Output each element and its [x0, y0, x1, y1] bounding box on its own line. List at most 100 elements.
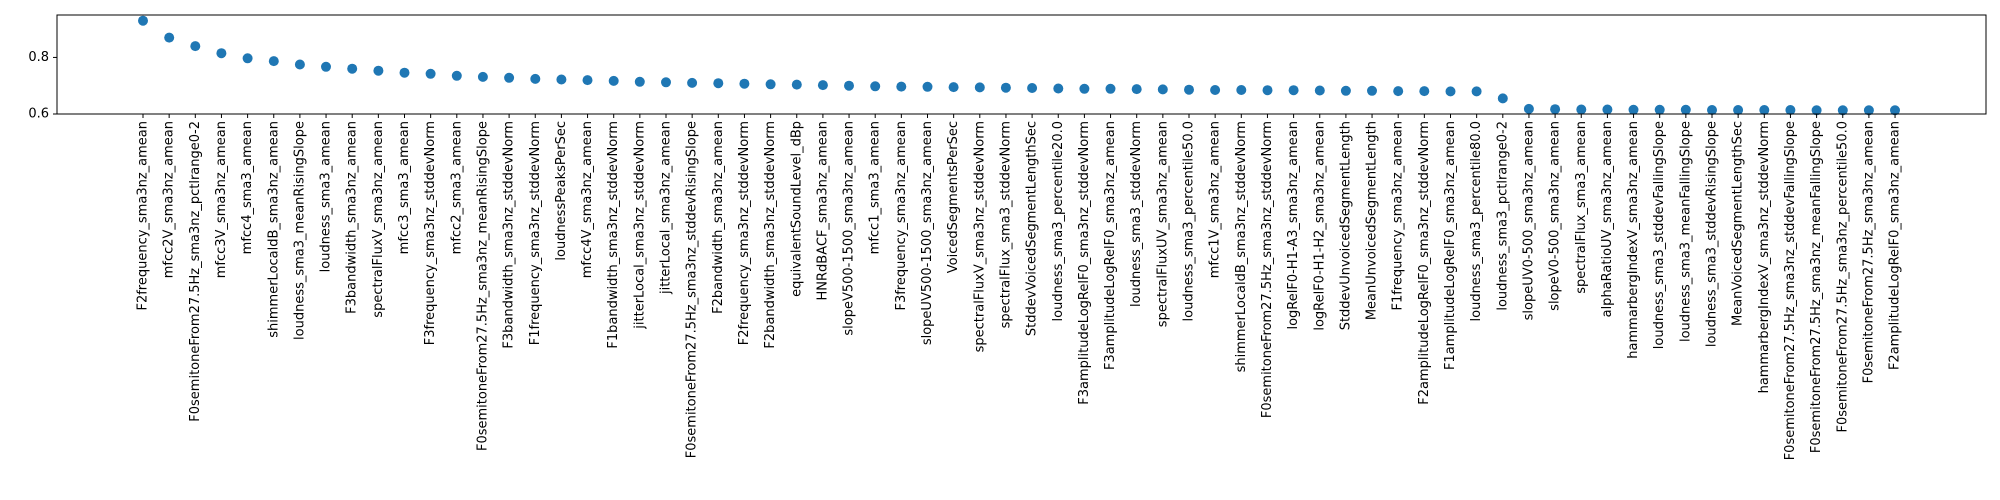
data-point [1785, 105, 1796, 115]
data-point [948, 82, 959, 93]
data-point [138, 15, 148, 26]
x-tick-label: MeanVoicedSegmentLengthSec [1731, 121, 1746, 326]
data-point [1837, 105, 1848, 116]
data-point [1340, 85, 1351, 96]
x-tick-label: F1amplitudeLogRelF0_sma3nz_amean [1443, 121, 1458, 370]
x-tick-label: slopeUV500-1500_sma3nz_amean [920, 121, 935, 345]
data-point [1890, 105, 1900, 116]
x-tick-label: loudness_sma3_stddevNorm [1129, 121, 1144, 307]
data-point [373, 65, 384, 76]
data-point [1262, 85, 1273, 96]
x-tick-label: F0semitoneFrom27.5Hz_sma3nz_percentile50… [1835, 121, 1850, 433]
data-point [1000, 82, 1011, 93]
data-point [1550, 104, 1561, 115]
y-tick-label: 0.6 [28, 107, 49, 122]
data-point [1759, 105, 1770, 115]
x-tick-label: F3bandwidth_sma3nz_amean [345, 121, 360, 314]
data-point [739, 78, 750, 89]
x-tick-label: slopeUV0-500_sma3nz_amean [1521, 121, 1536, 320]
x-tick-label: loudness_sma3_amean [319, 121, 334, 272]
x-tick-label: logRelF0-H1-H2_sma3nz_amean [1312, 121, 1327, 331]
x-tick-label: F0semitoneFrom27.5Hz_sma3nz_meanFallingS… [1809, 121, 1824, 453]
data-point [1184, 84, 1194, 95]
x-tick-label: F2amplitudeLogRelF0_sma3nz_amean [1888, 121, 1903, 370]
data-point [1576, 104, 1587, 115]
x-tick-label: spectralFlux_sma3_amean [1574, 121, 1589, 294]
data-point [687, 77, 698, 88]
data-point [870, 81, 881, 92]
data-point [713, 78, 724, 89]
data-point [1602, 104, 1613, 115]
x-tick-label: mfcc1_sma3_amean [868, 121, 883, 254]
x-tick-label: mfcc4V_sma3nz_amean [580, 121, 595, 278]
x-tick-label: slopeV0-500_sma3nz_amean [1548, 121, 1563, 311]
data-point [399, 67, 410, 78]
x-tick-label: alphaRatioUV_sma3nz_amean [1600, 121, 1615, 317]
x-tick-label: spectralFluxUV_sma3nz_amean [1155, 121, 1170, 327]
x-tick-label: F0semitoneFrom27.5Hz_sma3nz_stddevNorm [1260, 121, 1275, 418]
data-point [974, 82, 985, 93]
data-point [844, 80, 854, 91]
x-tick-label: hammarbergIndexV_sma3nz_amean [1626, 121, 1641, 359]
data-point [1680, 104, 1691, 115]
data-point [1471, 86, 1482, 97]
x-tick-label: spectralFlux_sma3_stddevNorm [998, 121, 1013, 328]
chart-marks [138, 15, 1900, 116]
data-point [1236, 85, 1247, 95]
x-tick-label: F2bandwidth_sma3nz_amean [711, 121, 726, 314]
x-tick-label: spectralFluxV_sma3nz_amean [371, 121, 386, 318]
data-point [1393, 86, 1404, 97]
x-tick-label: F0semitoneFrom27.5Hz_sma3nz_stddevRising… [685, 121, 700, 458]
x-tick-label: mfcc1V_sma3nz_amean [1208, 121, 1223, 278]
data-point [190, 41, 201, 52]
x-tick-label: F0semitoneFrom27.5Hz_sma3nz_stddevFallin… [1783, 121, 1798, 460]
y-tick-label: 0.8 [28, 50, 49, 65]
data-point [530, 73, 541, 84]
x-tick-label: F3amplitudeLogRelF0_sma3nz_amean [1103, 121, 1118, 370]
data-point [765, 79, 776, 90]
data-point [164, 32, 175, 43]
data-point [1628, 104, 1639, 115]
plot-frame [56, 14, 1987, 115]
data-point [1079, 83, 1090, 94]
x-tick-label: HNRdBACF_sma3nz_amean [815, 121, 830, 301]
x-tick-label: jitterLocal_sma3nz_stddevNorm [632, 121, 647, 330]
x-axis-ticks: F2frequency_sma3nz_amean mfcc2V_sma3nz_am… [136, 114, 1903, 460]
x-tick-label: F2amplitudeLogRelF0_sma3nz_stddevNorm [1417, 121, 1432, 405]
x-tick-label: spectralFluxV_sma3nz_stddevNorm [972, 121, 987, 352]
data-point [268, 56, 279, 67]
x-tick-label: slopeV500-1500_sma3nz_amean [842, 121, 857, 336]
x-tick-label: mfcc3V_sma3nz_amean [214, 121, 229, 278]
x-tick-label: F2frequency_sma3nz_stddevNorm [737, 121, 752, 345]
data-point [1497, 93, 1508, 104]
x-tick-label: mfcc4_sma3_amean [240, 121, 255, 254]
data-point [321, 61, 331, 72]
data-point [1314, 85, 1325, 96]
data-point [216, 48, 227, 59]
x-tick-label: F3bandwidth_sma3nz_stddevNorm [502, 121, 517, 349]
data-point [608, 75, 619, 86]
data-point [922, 81, 933, 92]
data-point [896, 81, 907, 92]
data-point [1210, 85, 1221, 95]
x-tick-label: loudnessPeaksPerSec [554, 121, 569, 261]
x-tick-label: mfcc3_sma3_amean [397, 121, 412, 254]
data-point [1419, 86, 1430, 97]
x-tick-label: mfcc2V_sma3nz_amean [162, 121, 177, 278]
x-tick-label: mfcc2_sma3_amean [449, 121, 464, 254]
data-point [1157, 84, 1168, 95]
x-tick-label: StddevUnvoicedSegmentLength [1338, 121, 1353, 330]
x-tick-label: shimmerLocaldB_sma3nz_stddevNorm [1234, 121, 1249, 372]
data-point [451, 70, 462, 81]
x-tick-label: loudness_sma3_meanFallingSlope [1678, 121, 1693, 342]
x-tick-label: F3frequency_sma3nz_amean [894, 121, 909, 311]
data-point [1105, 83, 1116, 94]
data-point [425, 68, 436, 79]
x-tick-label: F2frequency_sma3nz_amean [136, 121, 151, 311]
x-tick-label: F3amplitudeLogRelF0_sma3nz_stddevNorm [1077, 121, 1092, 405]
x-tick-label: F0semitoneFrom27.5Hz_sma3nz_pctlrange0-2 [188, 121, 203, 422]
x-tick-label: F0semitoneFrom27.5Hz_sma3nz_amean [1861, 121, 1876, 383]
data-point [1053, 83, 1064, 94]
data-point [1523, 103, 1534, 114]
x-tick-label: F1frequency_sma3nz_stddevNorm [528, 121, 543, 345]
